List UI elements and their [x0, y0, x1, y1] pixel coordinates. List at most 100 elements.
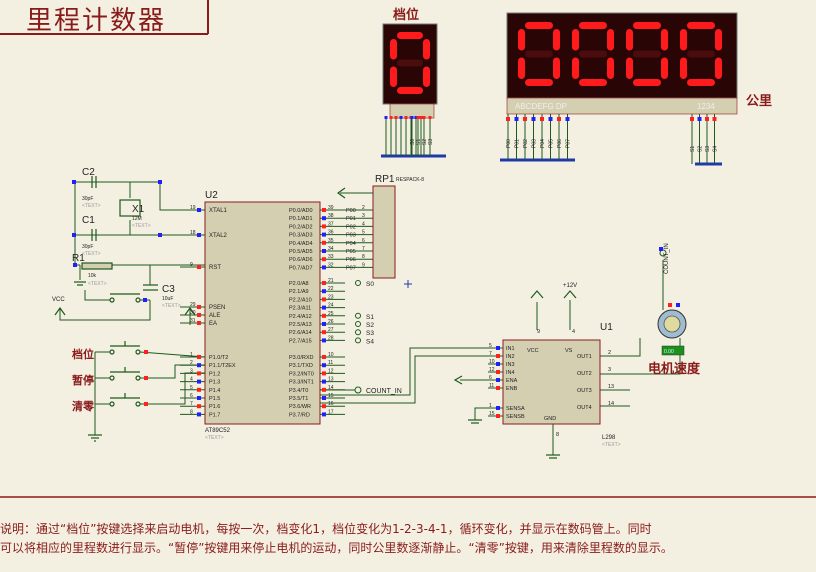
mcu-pin-state: [197, 265, 201, 269]
mcu-p3-num: 13: [328, 377, 334, 383]
c2-text: <TEXT>: [82, 203, 101, 209]
segment-f: [572, 29, 579, 51]
mcu-pin-num: 30: [190, 310, 196, 316]
mcu-pin-num: 9: [190, 262, 193, 268]
segment-e: [680, 57, 687, 79]
km-seg-pin: [506, 117, 510, 121]
mcu-pin-state: [197, 321, 201, 325]
p2-net-terminal: [355, 280, 361, 286]
l298-left-name: IN2: [506, 354, 515, 360]
gear-digit-pin: [410, 116, 414, 119]
button-state: [144, 402, 148, 406]
mcu-p2-name: P2.1/A9: [289, 289, 309, 295]
mcu-p1-state: [197, 412, 201, 417]
mcu-p3-name: P3.6/WR: [289, 404, 311, 410]
l298-left-num: 6: [489, 375, 492, 381]
reset-contact: [109, 297, 115, 303]
mcu-p3-name: P3.3/INT1: [289, 380, 314, 386]
km-display[interactable]: [506, 12, 738, 115]
x1-ref: X1: [132, 204, 145, 215]
mcu-p0-name: P0.1/AD1: [289, 216, 313, 222]
p2-net-label: S2: [366, 322, 374, 329]
motor-pin: [668, 303, 672, 307]
segment-f: [518, 29, 525, 51]
vcc-label: VCC: [52, 297, 65, 303]
passive-pin: [73, 263, 77, 267]
km-digit-1: [572, 22, 614, 86]
mcu-p2-name: P2.4/A12: [289, 314, 312, 320]
mcu-pin-state: [197, 305, 201, 309]
mcu-p0-state: [322, 240, 326, 245]
motor[interactable]: [657, 309, 687, 356]
gear-digit-pin-label: S1: [416, 139, 422, 145]
mcu-p0-name: P0.3/AD3: [289, 233, 313, 239]
mcu-p3-state: [322, 355, 326, 359]
km-pins-segment-label: ABCDEFG DP: [515, 102, 567, 111]
mcu-p0-state: [322, 257, 326, 262]
mcu-p0-num: 33: [328, 254, 334, 260]
mcu-p3-num: 15: [328, 393, 334, 399]
mcu-p0-name: P0.7/AD7: [289, 265, 313, 271]
mcu-p0-num: 34: [328, 246, 334, 252]
km-seg-pin: [565, 117, 570, 121]
km-digit-net-label: S4: [713, 146, 719, 152]
count-in-pin: [659, 247, 663, 251]
rp1-pin-num: 4: [362, 221, 365, 227]
mcu-p2-state: [322, 322, 326, 326]
mcu-p0-net: P01: [346, 216, 356, 222]
segment-f: [680, 29, 687, 51]
mcu-p3-num: 17: [328, 409, 334, 415]
km-seg-net-label: P04: [540, 139, 546, 148]
mcu-p1-name: P1.2: [209, 371, 220, 377]
mcu-p3-name: P3.5/T1: [289, 396, 308, 402]
note-line-1: 说明：通过“档位”按键选择来启动电机，每按一次，档变化1，档位变化为1-2-3-…: [0, 522, 652, 536]
mcu-p3-state: [322, 404, 326, 409]
mcu-p0-name: P0.5/AD5: [289, 249, 313, 255]
mcu-p0-state: [322, 232, 326, 237]
l298-left-state: [496, 370, 500, 374]
segment-e: [518, 57, 525, 79]
l298-chip[interactable]: [502, 339, 601, 425]
km-seg-pin: [557, 117, 561, 121]
l298-vcc-num: 9: [537, 329, 540, 335]
mcu-p3-state: [322, 379, 326, 384]
l298-left-num: 7: [489, 351, 492, 357]
mcu-p0-net: P03: [346, 233, 356, 239]
gear-display[interactable]: [382, 23, 438, 119]
mcu-p1-name: P1.4: [209, 388, 220, 394]
mcu-chip[interactable]: [204, 201, 321, 425]
display-buses: [381, 154, 722, 166]
pushbuttons[interactable]: [109, 293, 141, 407]
mcu-p1-name: P1.7: [209, 412, 220, 418]
mcu-p1-state: [197, 379, 201, 384]
km-seg-pin: [540, 117, 544, 121]
rp1-respack[interactable]: [372, 185, 396, 279]
motor-speed-label: 电机速度: [648, 362, 701, 377]
mcu-p3-state: [322, 396, 326, 400]
rp1-pin-num: 5: [362, 230, 365, 236]
p2-net-label: S0: [366, 281, 374, 288]
cursor-cross: [404, 280, 412, 288]
km-seg-pin: [514, 117, 519, 121]
l298-left-name: IN3: [506, 362, 515, 368]
mcu-p1-num: 5: [190, 385, 193, 391]
mcu-p0-name: P0.2/AD2: [289, 224, 313, 230]
segment-e: [390, 66, 397, 87]
rp1-pin-num: 8: [362, 254, 365, 260]
p2-net-label: S4: [366, 338, 374, 345]
p2-net-terminal: [355, 312, 361, 319]
mcu-p0-state: [322, 224, 326, 229]
km-digit-net-label: S2: [698, 146, 704, 152]
mcu-p2-state: [322, 281, 326, 285]
mcu-pin-num: 19: [190, 205, 196, 211]
mcu-pin-state: [197, 233, 201, 237]
l298-left-state: [496, 354, 500, 358]
mcu-pin-name: ALE: [209, 313, 220, 319]
mcu-p2-num: 24: [328, 303, 334, 309]
segment-a: [579, 22, 607, 29]
mcu-p1-num: 8: [190, 409, 193, 415]
note-line-2: 可以将相应的里程数进行显示。“暂停”按键用来停止电机的运动，同时公里数逐渐静止。…: [0, 541, 673, 555]
segment-f: [390, 39, 397, 60]
